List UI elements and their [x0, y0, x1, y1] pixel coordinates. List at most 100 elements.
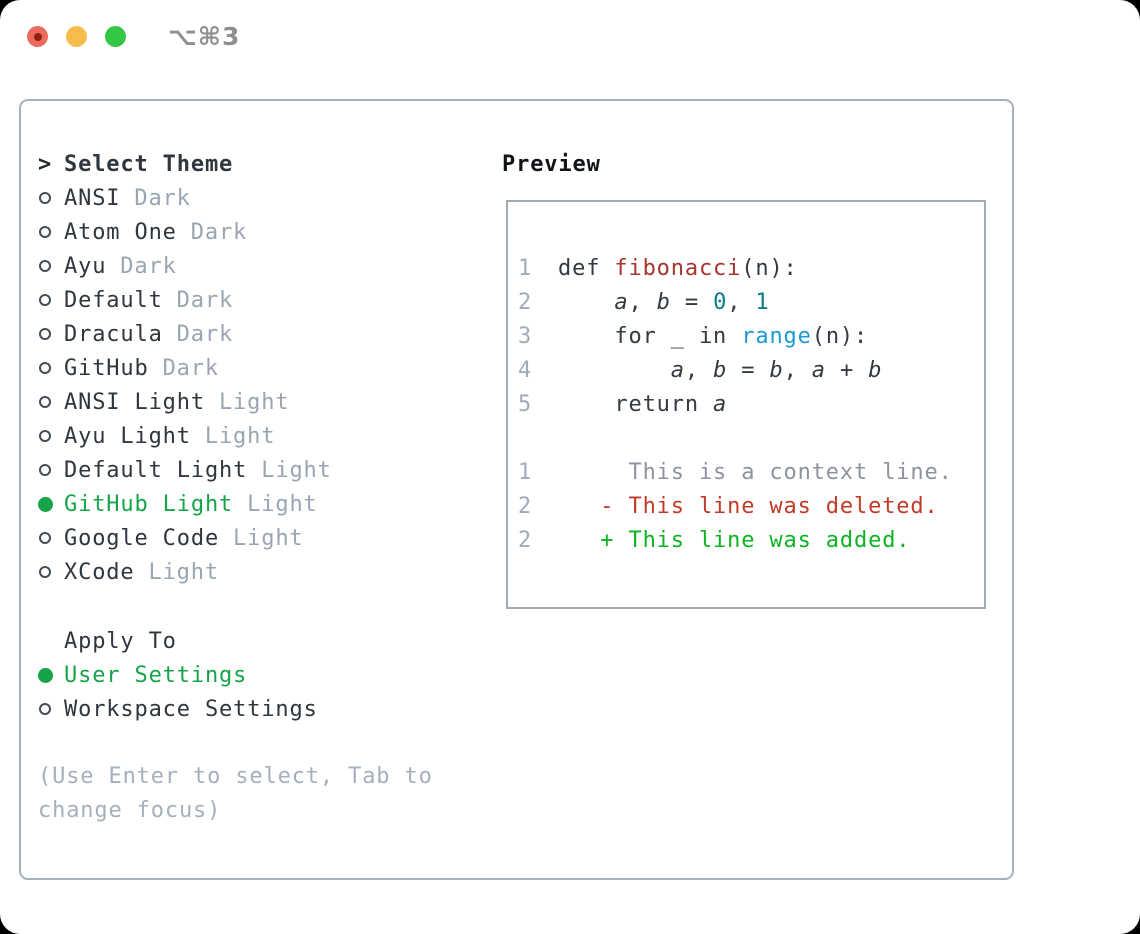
token-builtin: range	[741, 323, 812, 349]
token-code	[558, 358, 671, 383]
apply-option-workspace-settings[interactable]: Workspace Settings	[38, 692, 318, 726]
radio-selected-icon	[38, 496, 64, 512]
apply-option-label: User Settings	[64, 662, 248, 688]
apply-to-header: Apply To	[38, 624, 318, 658]
theme-name: Google Code	[64, 525, 220, 551]
radio-unselected-icon	[38, 294, 64, 306]
preview-blank-line	[518, 421, 984, 455]
token-code: (n):	[811, 323, 869, 349]
theme-variant: Light	[218, 389, 290, 415]
theme-variant: Light	[204, 423, 276, 449]
theme-variant: Light	[233, 525, 304, 551]
line-number: 1	[518, 459, 533, 485]
radio-unselected-icon	[38, 396, 64, 408]
apply-option-user-settings[interactable]: User Settings	[38, 658, 318, 692]
token-var: a	[811, 357, 826, 383]
theme-option-google-code-light[interactable]: Google Code Light	[38, 521, 332, 555]
minimize-button[interactable]	[66, 26, 87, 47]
line-number: 1	[518, 255, 533, 281]
theme-variant: Dark	[162, 355, 219, 381]
radio-unselected-icon	[38, 226, 64, 238]
preview-line: 1 This is a context line.	[518, 455, 984, 489]
theme-option-ansi-dark[interactable]: ANSI Dark	[38, 181, 332, 215]
theme-variant: Dark	[134, 185, 191, 211]
token-num: 0	[713, 289, 728, 315]
theme-option-ansi-light-light[interactable]: ANSI Light Light	[38, 385, 332, 419]
radio-unselected-icon	[38, 566, 64, 578]
token-deleted: - This line was deleted.	[558, 493, 939, 519]
radio-selected-icon	[38, 667, 64, 683]
token-var: b	[769, 357, 784, 383]
token-code: (n):	[741, 255, 798, 281]
close-button[interactable]	[27, 26, 48, 47]
line-number: 3	[518, 323, 533, 349]
hint-text: (Use Enter to select, Tab to change focu…	[38, 764, 433, 823]
token-num: 1	[755, 289, 770, 315]
focus-dot-icon	[33, 32, 42, 41]
zoom-button[interactable]	[105, 26, 126, 47]
radio-unselected-icon	[38, 430, 64, 442]
theme-name: Default	[64, 287, 163, 313]
token-var: a	[670, 357, 685, 383]
theme-name: ANSI Light	[64, 389, 205, 415]
theme-variant: Dark	[190, 219, 248, 245]
theme-option-default-light-light[interactable]: Default Light Light	[38, 453, 332, 487]
token-code: def	[558, 255, 615, 281]
theme-option-default-dark[interactable]: Default Dark	[38, 283, 332, 317]
theme-option-dracula-dark[interactable]: Dracula Dark	[38, 317, 332, 351]
token-code: for _ in	[558, 323, 742, 349]
radio-unselected-icon	[38, 260, 64, 272]
token-var: a	[614, 289, 629, 315]
token-code: =	[670, 289, 714, 315]
apply-to-title: Apply To	[64, 628, 177, 654]
line-number: 2	[518, 493, 533, 519]
token-fn: fibonacci	[614, 255, 742, 281]
theme-name: Default Light	[64, 457, 248, 483]
line-number: 4	[518, 357, 533, 383]
theme-variant: Dark	[176, 321, 234, 347]
preview-line: 2 a, b = 0, 1	[518, 285, 984, 319]
line-number: 5	[518, 391, 533, 417]
token-added: + This line was added.	[558, 527, 911, 553]
theme-variant: Dark	[176, 287, 234, 313]
token-code: return	[558, 391, 714, 417]
theme-name: GitHub Light	[64, 491, 234, 517]
theme-list-title: Select Theme	[64, 151, 234, 177]
cursor-marker: >	[38, 152, 64, 177]
radio-unselected-icon	[38, 703, 64, 715]
chevron-right-icon: >	[38, 151, 53, 177]
line-content: This is a context line.	[558, 460, 953, 485]
token-code: ,	[628, 289, 657, 315]
theme-variant: Dark	[120, 253, 177, 279]
token-var: b	[656, 289, 671, 315]
preview-line: 4 a, b = b, a + b	[518, 353, 984, 387]
token-var: b	[868, 357, 883, 383]
traffic-lights	[27, 26, 126, 47]
theme-option-ayu-dark[interactable]: Ayu Dark	[38, 249, 332, 283]
radio-unselected-icon	[38, 328, 64, 340]
theme-variant: Light	[261, 457, 332, 483]
window-titlebar: ⌥⌘3	[0, 0, 1140, 76]
token-code: ,	[783, 357, 812, 383]
token-var: b	[713, 357, 728, 383]
preview-line: 5 return a	[518, 387, 984, 421]
theme-name: Dracula	[64, 321, 163, 347]
theme-variant: Light	[148, 559, 219, 585]
radio-unselected-icon	[38, 362, 64, 374]
window-title: ⌥⌘3	[168, 22, 241, 51]
theme-name: Ayu	[64, 253, 107, 279]
line-content: a, b = b, a + b	[558, 358, 882, 383]
preview-line: 3 for _ in range(n):	[518, 319, 984, 353]
theme-name: ANSI	[64, 185, 121, 211]
radio-unselected-icon	[38, 532, 64, 544]
line-content: + This line was added.	[558, 528, 910, 553]
preview-line: 2 + This line was added.	[518, 523, 984, 557]
